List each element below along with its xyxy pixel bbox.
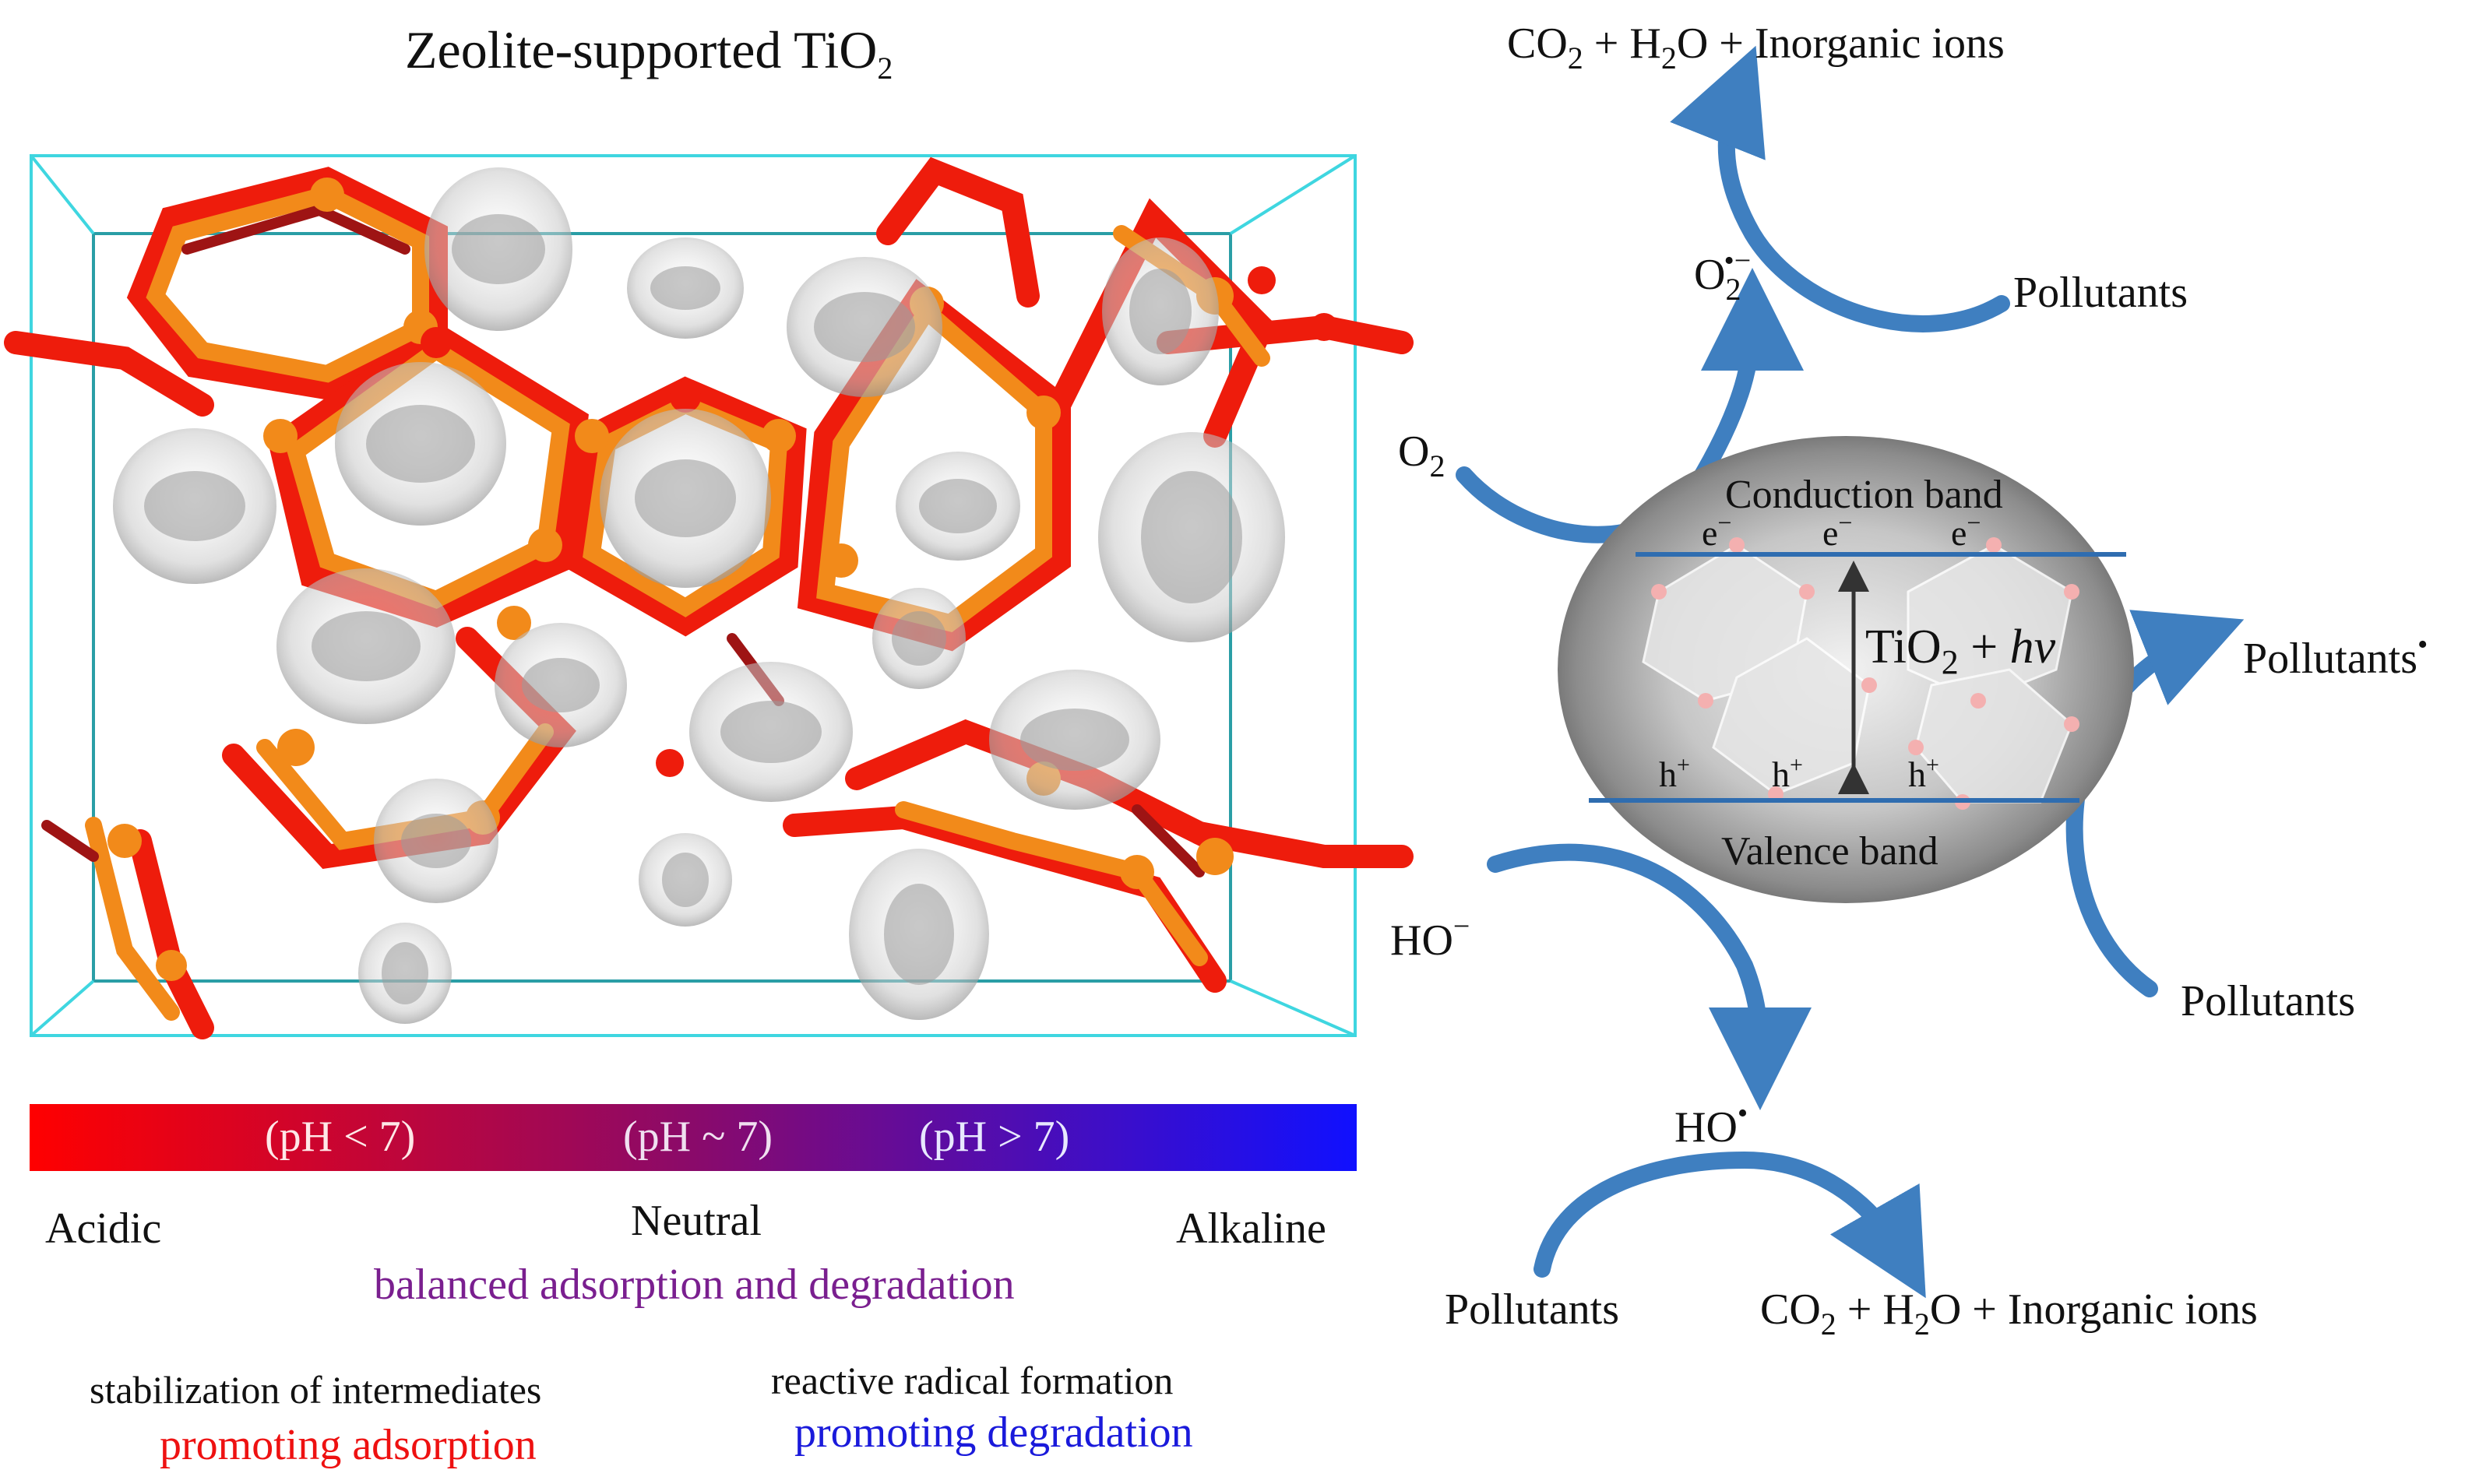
tio2-bubble bbox=[424, 167, 572, 331]
hole-label-2: h+ bbox=[1772, 752, 1803, 794]
ph-acidic-range: (pH < 7) bbox=[265, 1113, 416, 1161]
tio2-bubble bbox=[787, 257, 942, 397]
tio2-bubble bbox=[600, 409, 771, 588]
pollutants-right-label: Pollutants bbox=[2181, 977, 2356, 1025]
figure-title: Zeolite-supported TiO2 bbox=[405, 20, 893, 86]
hydroxide-to-radical-arrow bbox=[1487, 843, 1812, 1110]
ph-gradient-bar bbox=[30, 1104, 1357, 1171]
tio2-bubble bbox=[374, 779, 498, 903]
tio2-bubble bbox=[113, 428, 276, 584]
tio2-bubbles bbox=[113, 167, 1285, 1024]
conduction-band-label: Conduction band bbox=[1725, 473, 2003, 517]
o2-label: O2 bbox=[1398, 427, 1445, 484]
tio2-crystal-lattice bbox=[1642, 543, 2073, 804]
valence-band-label: Valence band bbox=[1721, 829, 1938, 874]
superoxide-label: O2•− bbox=[1694, 244, 1752, 307]
bottom-products-label: CO2 + H2O + Inorganic ions bbox=[1760, 1285, 2258, 1342]
pollutants-top-label: Pollutants bbox=[2013, 269, 2188, 317]
neutral-effect-note: balanced adsorption and degradation bbox=[374, 1261, 1015, 1309]
hole-label-1: h+ bbox=[1659, 752, 1690, 794]
radical-to-bottom-products-arrow bbox=[1534, 1151, 1926, 1299]
hole-label-3: h+ bbox=[1908, 752, 1939, 794]
tio2-bubble bbox=[495, 623, 627, 747]
alkaline-effect-note-1: reactive radical formation bbox=[771, 1359, 1174, 1402]
tio2-bubble bbox=[627, 237, 744, 339]
hydroxide-label: HO− bbox=[1390, 910, 1470, 965]
ph-acidic-label: Acidic bbox=[45, 1204, 162, 1253]
ph-alkaline-label: Alkaline bbox=[1176, 1204, 1326, 1253]
pollutants-radical-label: Pollutants• bbox=[2243, 628, 2428, 683]
tio2-bubble bbox=[872, 588, 966, 689]
mechanism-arrows bbox=[1456, 45, 2245, 1299]
tio2-bubble bbox=[639, 833, 732, 927]
ph-neutral-label: Neutral bbox=[631, 1197, 762, 1245]
pollutants-bottom-label: Pollutants bbox=[1445, 1285, 1620, 1334]
tio2-bubble bbox=[335, 362, 506, 526]
acidic-effect-note-2: promoting adsorption bbox=[160, 1421, 537, 1469]
acidic-effect-note-1: stabilization of intermediates bbox=[90, 1368, 542, 1412]
tio2-bubble bbox=[358, 923, 452, 1024]
electron-label-3: e− bbox=[1951, 508, 1981, 553]
pollutants-to-top-products-arrow bbox=[1670, 45, 2010, 332]
excitation-label: TiO2 + hv bbox=[1865, 621, 2056, 681]
ph-neutral-range: (pH ~ 7) bbox=[623, 1113, 773, 1161]
zeolite-structure bbox=[4, 154, 1414, 1039]
electron-label-2: e− bbox=[1822, 508, 1853, 553]
electron-label-1: e− bbox=[1702, 508, 1732, 553]
alkaline-effect-note-2: promoting degradation bbox=[794, 1408, 1193, 1457]
ph-alkaline-range: (pH > 7) bbox=[919, 1113, 1070, 1161]
tio2-bubble bbox=[896, 452, 1020, 561]
tio2-lattice-atoms bbox=[1651, 537, 2079, 810]
tio2-bubble bbox=[1098, 432, 1285, 642]
tio2-bubble bbox=[689, 662, 853, 802]
tio2-bubble bbox=[276, 568, 456, 724]
tio2-particle bbox=[1558, 436, 2134, 903]
tio2-bubble bbox=[849, 849, 989, 1020]
top-products-label: CO2 + H2O + Inorganic ions bbox=[1507, 19, 2005, 76]
tio2-bubble bbox=[989, 670, 1160, 810]
tio2-bubble bbox=[1102, 237, 1219, 385]
hydroxyl-radical-label: HO• bbox=[1674, 1097, 1748, 1152]
